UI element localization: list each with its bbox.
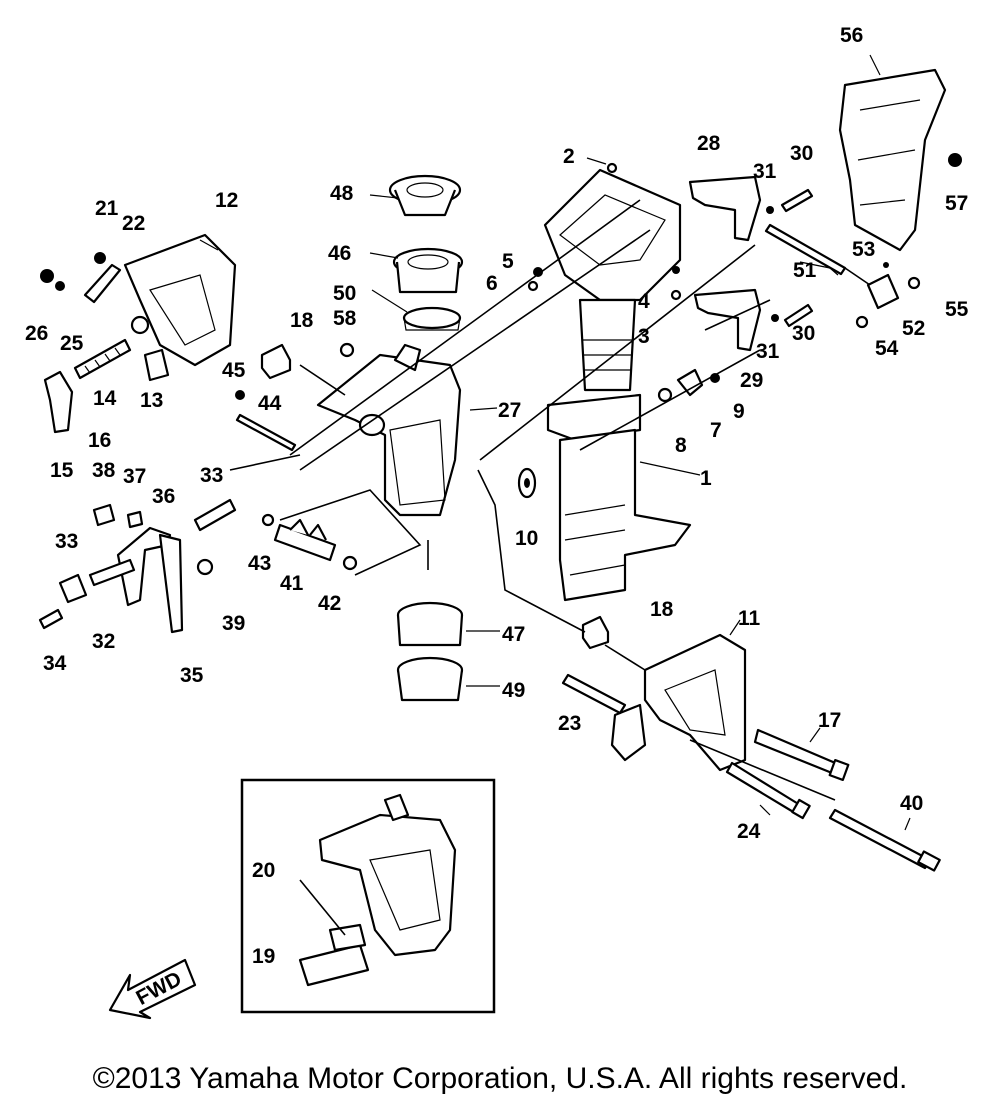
bolt-14 xyxy=(73,338,132,380)
clamp-bracket-right xyxy=(610,633,747,772)
label-29: 29 xyxy=(740,369,763,392)
label-4: 4 xyxy=(638,290,650,313)
label-30a: 30 xyxy=(790,142,813,165)
bushing-49 xyxy=(396,656,464,702)
label-47: 47 xyxy=(502,623,525,646)
swivel-bracket xyxy=(316,343,462,517)
copyright-notice: ©2013 Yamaha Motor Corporation, U.S.A. A… xyxy=(92,1062,908,1095)
label-31a: 31 xyxy=(753,160,777,183)
upper-casing xyxy=(543,162,692,602)
label-12: 12 xyxy=(215,189,238,212)
spacer-18b xyxy=(581,615,610,650)
label-54: 54 xyxy=(875,337,899,360)
pin-23 xyxy=(561,673,627,715)
bushing-47 xyxy=(396,601,464,647)
bushing-48 xyxy=(388,174,462,217)
inset-box xyxy=(240,778,496,1014)
label-14: 14 xyxy=(93,387,117,410)
label-16: 16 xyxy=(88,429,111,452)
label-53: 53 xyxy=(852,238,875,261)
label-8: 8 xyxy=(675,434,687,457)
label-21: 21 xyxy=(95,197,119,220)
leader-lines xyxy=(199,54,911,831)
label-11: 11 xyxy=(738,607,761,630)
label-52: 52 xyxy=(902,317,925,340)
label-36: 36 xyxy=(152,485,175,508)
label-10: 10 xyxy=(515,527,538,550)
label-42: 42 xyxy=(318,592,341,615)
label-7: 7 xyxy=(710,419,722,442)
label-51: 51 xyxy=(793,259,817,282)
label-19: 19 xyxy=(252,945,275,968)
label-35: 35 xyxy=(180,664,204,687)
label-23: 23 xyxy=(558,712,581,735)
clamp-bracket-left xyxy=(123,233,237,367)
label-24: 24 xyxy=(737,820,761,843)
spacer-18a xyxy=(260,343,292,380)
bolt-24 xyxy=(725,761,811,820)
label-57: 57 xyxy=(945,192,968,215)
label-45: 45 xyxy=(222,359,246,382)
label-32: 32 xyxy=(92,630,115,653)
plate-7-8-9 xyxy=(657,368,720,403)
label-43: 43 xyxy=(248,552,271,575)
label-33a: 33 xyxy=(200,464,223,487)
label-38: 38 xyxy=(92,459,116,482)
label-39: 39 xyxy=(222,612,245,635)
bolt-17 xyxy=(753,728,850,782)
clamp-28 xyxy=(688,175,762,242)
label-26: 26 xyxy=(25,322,48,345)
label-31b: 31 xyxy=(756,340,780,363)
label-55: 55 xyxy=(945,298,969,321)
washer-10 xyxy=(517,467,537,499)
bolt-30a xyxy=(780,188,814,213)
label-37: 37 xyxy=(123,465,146,488)
parts-diagram: FWD 1 2 3 4 5 6 7 8 9 10 11 12 13 14 15 … xyxy=(25,24,969,1020)
guide-lines xyxy=(229,199,871,801)
label-1: 1 xyxy=(700,467,712,490)
label-41: 41 xyxy=(280,572,304,595)
label-49: 49 xyxy=(502,679,525,702)
label-17: 17 xyxy=(818,709,841,732)
lock-assembly xyxy=(261,513,358,571)
label-15: 15 xyxy=(50,459,74,482)
label-40: 40 xyxy=(900,792,923,815)
bushing-50 xyxy=(402,306,462,331)
cover-56 xyxy=(838,68,947,252)
label-5: 5 xyxy=(502,250,514,273)
label-9: 9 xyxy=(733,400,745,423)
small-parts xyxy=(40,153,962,452)
label-27: 27 xyxy=(498,399,521,422)
label-22: 22 xyxy=(122,212,145,235)
label-13: 13 xyxy=(140,389,163,412)
knob-52 xyxy=(866,273,900,310)
clamp-29 xyxy=(693,288,762,352)
label-48: 48 xyxy=(330,182,354,205)
tilt-lever-35 xyxy=(38,498,237,634)
fwd-arrow-icon: FWD xyxy=(108,958,197,1020)
bolt-30b xyxy=(783,303,814,328)
label-50: 50 xyxy=(333,282,356,305)
label-18a: 18 xyxy=(290,309,314,332)
label-30b: 30 xyxy=(792,322,815,345)
rod-40 xyxy=(828,808,941,872)
rod-51 xyxy=(764,223,847,276)
label-18b: 18 xyxy=(650,598,674,621)
bushing-46 xyxy=(392,247,464,294)
label-25: 25 xyxy=(60,332,84,355)
label-6: 6 xyxy=(486,272,498,295)
label-34: 34 xyxy=(43,652,67,675)
callout-labels: 1 2 3 4 5 6 7 8 9 10 11 12 13 14 15 16 1… xyxy=(25,24,969,968)
label-58: 58 xyxy=(333,307,357,330)
label-2: 2 xyxy=(563,145,575,168)
label-3: 3 xyxy=(638,325,650,348)
label-28: 28 xyxy=(697,132,721,155)
label-56: 56 xyxy=(840,24,863,47)
bushing-13 xyxy=(143,348,170,382)
label-33b: 33 xyxy=(55,530,78,553)
label-20: 20 xyxy=(252,859,275,882)
label-44: 44 xyxy=(258,392,282,415)
lever-15 xyxy=(43,370,74,434)
label-46: 46 xyxy=(328,242,351,265)
